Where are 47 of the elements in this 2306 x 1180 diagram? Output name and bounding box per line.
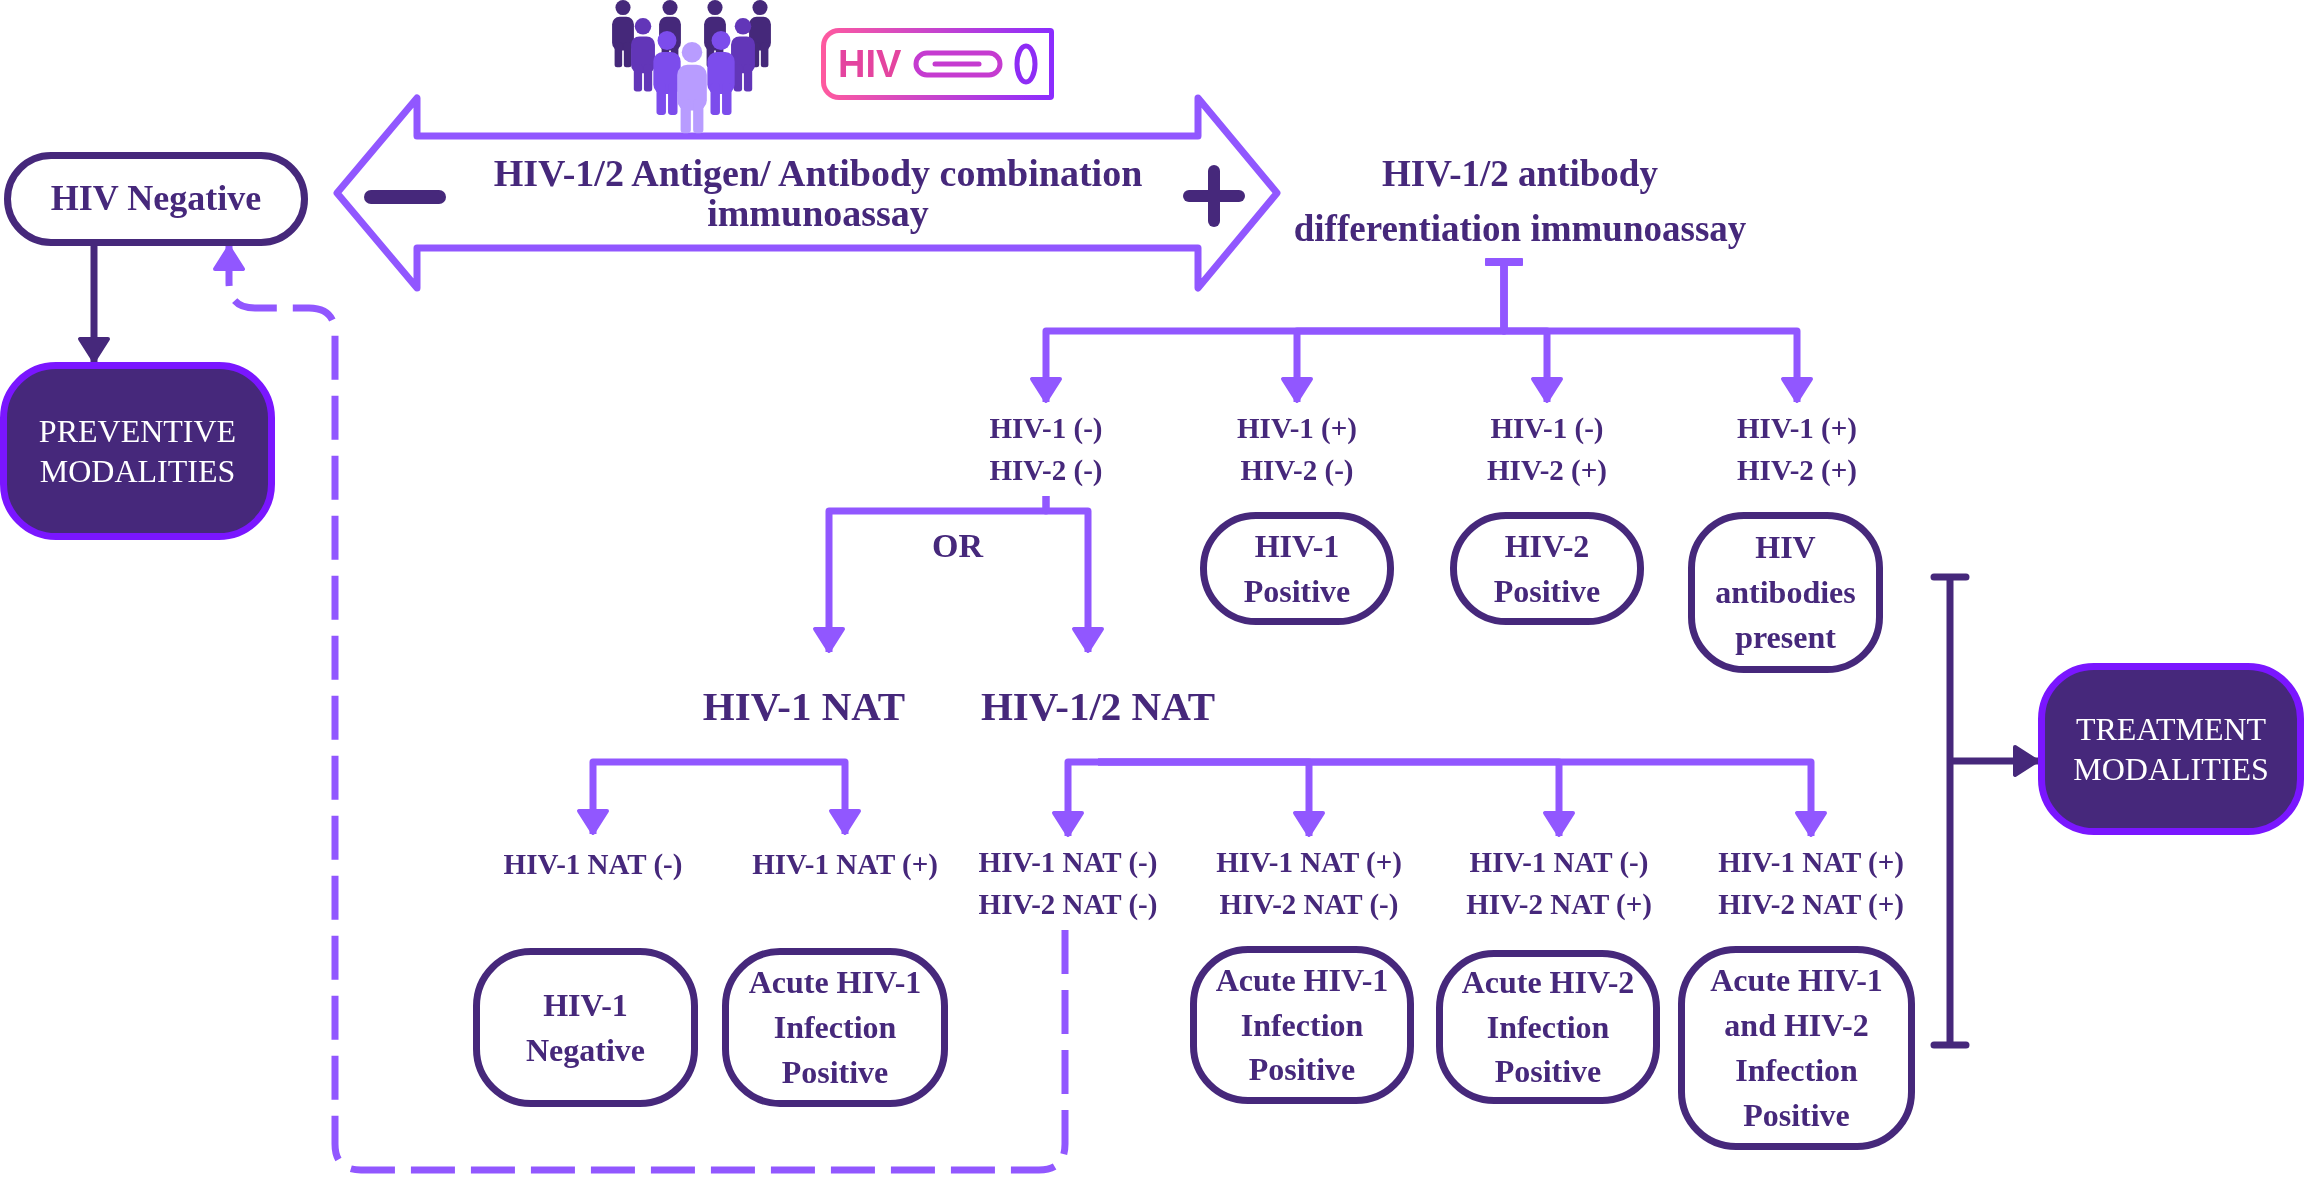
- pill-text: HIV antibodies present: [1714, 528, 1857, 657]
- result-text: HIV-1 NAT (-): [978, 844, 1158, 880]
- result-pill: [722, 948, 948, 1107]
- modality-box: [2038, 663, 2304, 835]
- arrow-text: HIV-1/2 Antigen/ Antibody combination immunoassay: [492, 152, 1144, 234]
- option-label: OR: [932, 527, 983, 565]
- pill-text: HIV Negative: [50, 177, 262, 221]
- arrow: [78, 246, 110, 363]
- result-text: HIV-1 (+): [1737, 410, 1857, 446]
- result-text: HIV-2 NAT (+): [1718, 887, 1904, 922]
- result-text: HIV-2 NAT (+): [1466, 887, 1652, 922]
- result-pill: [473, 948, 698, 1107]
- step-heading: HIV-1/2 antibody differentiation immunoassay: [1292, 151, 1748, 251]
- arrow: [1485, 258, 1813, 403]
- result-text: HIV-2 NAT (-): [978, 887, 1158, 922]
- result-pill: [1436, 950, 1660, 1104]
- result-text: HIV-2 (-): [989, 453, 1103, 488]
- pill-text: HIV-2 Positive: [1492, 526, 1602, 611]
- result-text: HIV-1 NAT (+): [752, 846, 938, 882]
- pill-text: Acute HIV-1 and HIV-2 Infection Positive: [1709, 961, 1884, 1135]
- pill-text: HIV-1 Positive: [1242, 526, 1352, 611]
- modality-text: TREATMENT MODALITIES: [2072, 710, 2270, 789]
- result-pill: [1688, 512, 1883, 673]
- result-pill: [1190, 946, 1414, 1104]
- result-text: HIV-2 (+): [1737, 453, 1857, 488]
- pill-text: Acute HIV-2 Infection Positive: [1460, 962, 1636, 1092]
- result-text: HIV-1 (+): [1237, 410, 1357, 446]
- result-text: HIV-2 (-): [1240, 453, 1354, 488]
- dashed-arrow: [213, 245, 1069, 1174]
- result-text: HIV-1 (-): [989, 410, 1103, 446]
- arrow: [1950, 745, 2039, 777]
- result-text: HIV-1 NAT (+): [1718, 844, 1904, 880]
- result-text: HIV-1 NAT (-): [503, 846, 683, 882]
- modality-text: PREVENTIVE MODALITIES: [37, 412, 238, 491]
- step-heading: HIV-1/2 NAT: [980, 682, 1216, 732]
- result-text: HIV-2 (+): [1487, 453, 1607, 488]
- modality-box: [0, 362, 275, 540]
- result-pill: [1678, 946, 1915, 1150]
- result-text: HIV-1 NAT (-): [1469, 844, 1649, 880]
- pill-text: HIV-1 Negative: [524, 985, 647, 1070]
- cassette-label: HIV: [838, 45, 902, 83]
- pill-text: Acute HIV-1 Infection Positive: [1214, 960, 1390, 1090]
- result-text: HIV-1 NAT (+): [1216, 844, 1402, 880]
- pill-text: Acute HIV-1 Infection Positive: [747, 963, 923, 1092]
- step-heading: HIV-1 NAT: [702, 682, 906, 732]
- result-text: HIV-1 (-): [1490, 410, 1604, 446]
- result-text: HIV-2 NAT (-): [1219, 887, 1399, 922]
